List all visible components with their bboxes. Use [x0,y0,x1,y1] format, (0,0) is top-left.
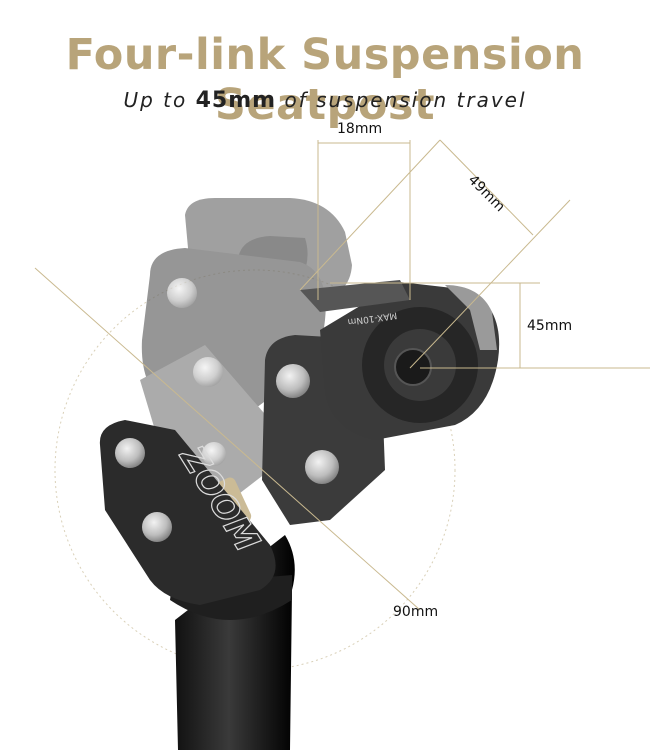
subtitle-prefix: Up to [123,88,188,112]
dim-label-travel: 45mm [527,318,573,334]
dim-label-offset: 18mm [337,121,383,137]
main-pivot-bolt [394,348,432,386]
dim-diagonal-upper [299,139,441,291]
page-title: Four-link Suspension Seatpost [65,30,585,130]
ghost-bolt-lower [193,357,223,387]
dimension-lines [34,139,650,611]
ghost-bolt-upper [167,278,197,308]
travel-arc-circle [54,269,456,671]
bolt-arm-lower [142,512,172,542]
bolt-link-lower [305,450,339,484]
bolt-arm-upper [115,438,145,468]
bolt-upper-link [276,364,310,398]
dim-49mm-line [439,139,534,236]
subtitle: Up to 45mm of suspension travel [0,88,650,113]
dim-label-radius: 90mm [393,604,439,620]
rail-clamp-top [300,280,410,312]
dim-90mm-line [34,267,421,611]
clamp-plate-right [445,285,497,350]
subtitle-suffix: of suspension travel [284,88,527,112]
lower-arm [99,420,276,605]
subtitle-highlight: 45mm [195,88,277,113]
ghost-bolt-mid [202,442,226,466]
dim-diagonal-lower [409,199,571,369]
